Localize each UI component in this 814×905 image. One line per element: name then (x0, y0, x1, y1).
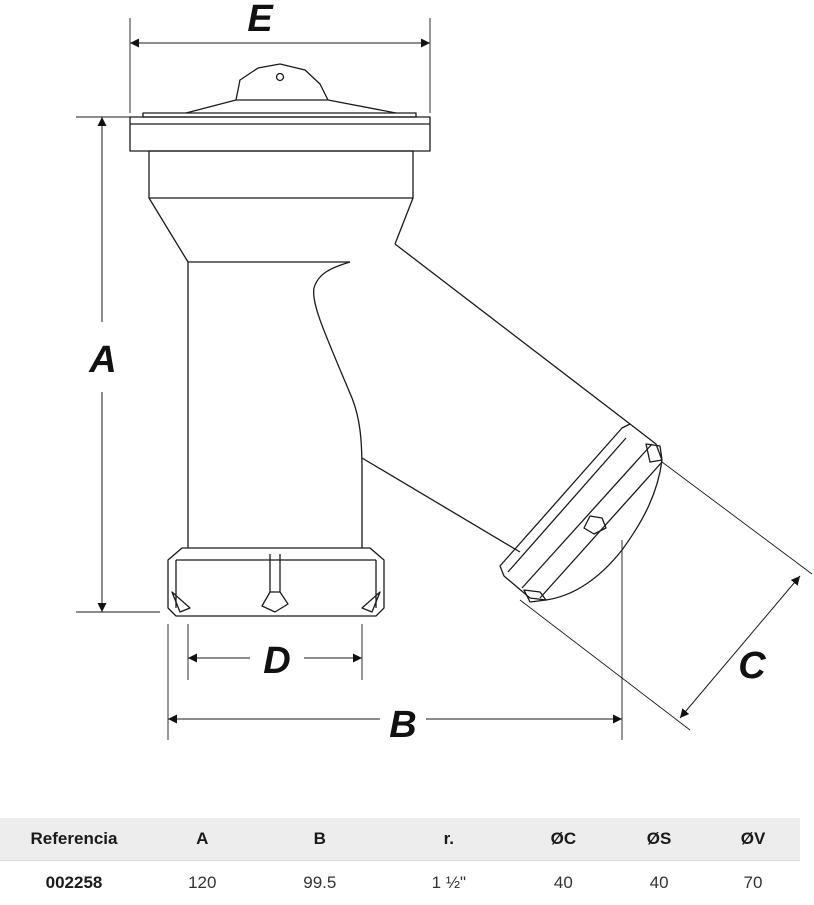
dimension-c-line (679, 575, 801, 719)
table-row: 002258 120 99.5 1 ½" 40 40 70 (0, 861, 800, 905)
dimension-label-d: D (263, 640, 290, 682)
dimension-label-b: B (389, 704, 416, 746)
specification-table: Referencia A B r. ØC ØS ØV 002258 120 99… (0, 818, 800, 905)
top-grate (142, 63, 417, 118)
dimension-label-a: A (88, 339, 116, 381)
vertical-body (187, 261, 363, 548)
table-header-row: Referencia A B r. ØC ØS ØV (0, 818, 800, 861)
cell-oc: 40 (553, 873, 573, 892)
angled-branch (361, 243, 631, 553)
cell-a: 120 (188, 873, 217, 892)
header-referencia: Referencia (0, 818, 148, 861)
header-r: r. (383, 818, 515, 861)
header-a: A (148, 818, 257, 861)
cell-referencia: 002258 (45, 873, 103, 892)
cell-ov: 70 (743, 873, 763, 892)
pipe-fitting-technical-drawing: E A D B C (76, 0, 813, 746)
branch-nut (499, 423, 663, 603)
top-flange (129, 116, 431, 152)
dimension-label-e: E (247, 0, 274, 40)
dimension-lines (97, 38, 801, 724)
bottom-nut (167, 547, 385, 617)
extension-lines (76, 18, 813, 740)
dimension-label-c: C (738, 645, 766, 687)
cell-b: 99.5 (303, 873, 337, 892)
header-oc: ØC (514, 818, 613, 861)
header-os: ØS (612, 818, 707, 861)
upper-collar (148, 150, 414, 263)
header-b: B (256, 818, 384, 861)
cell-os: 40 (649, 873, 669, 892)
cell-r: 1 ½" (431, 873, 467, 892)
header-ov: ØV (706, 818, 800, 861)
